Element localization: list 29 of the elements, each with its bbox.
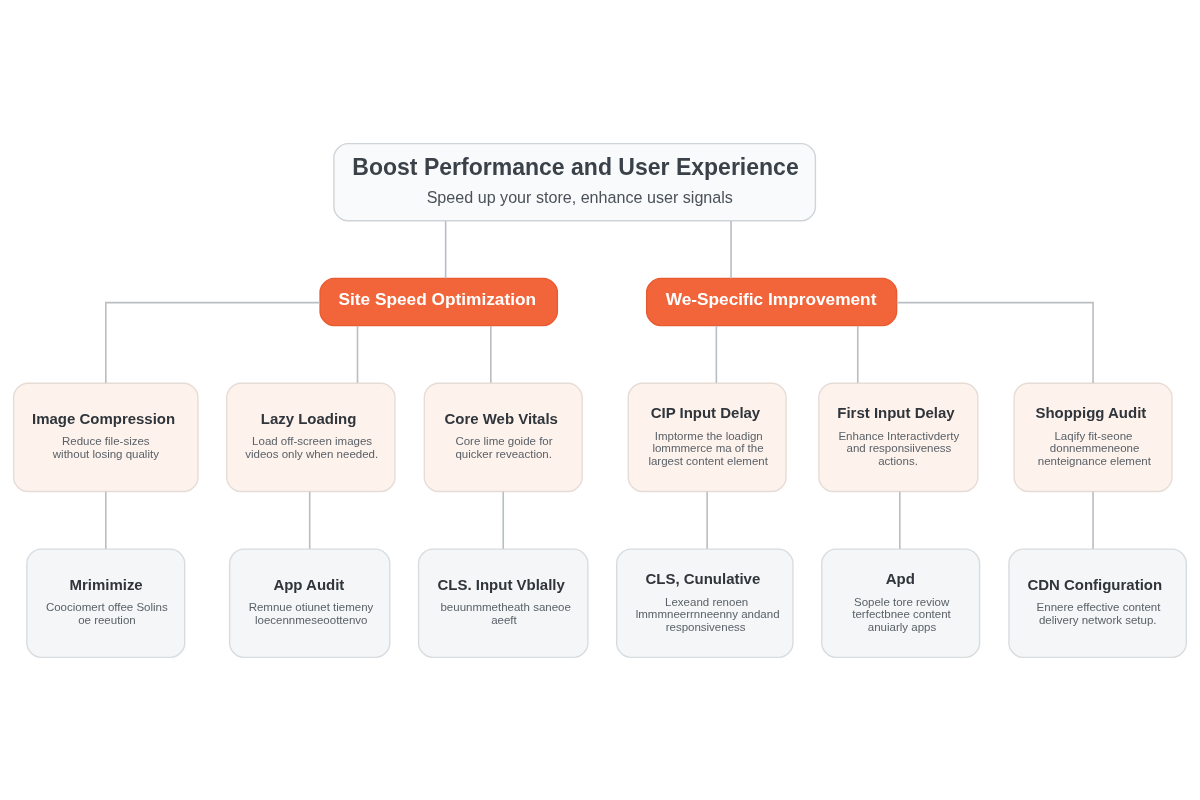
- node-box: CIP Input Delay Imptorme the loadign lommmerce ma of the largest content element: [627, 382, 787, 492]
- connector: [356, 324, 359, 384]
- node-box: Mrimimize Coociomert offee Solins oe reeution: [26, 547, 186, 658]
- node-box: Shoppigg Audit Laqify fit-seone donnemmeneone nenteignance element: [1013, 382, 1173, 492]
- connector: [444, 219, 447, 279]
- connector: [308, 490, 311, 550]
- connector: [502, 490, 505, 550]
- node-box: CDN Configuration Ennere effective content delivery network setup.: [1008, 547, 1188, 658]
- node-box: We-Specific Improvement: [645, 277, 898, 326]
- connector: [105, 490, 107, 550]
- node-box: Apd Sopele tore reviow terfectbnee content anuiarly apps: [821, 547, 981, 658]
- connector: [730, 219, 732, 279]
- connector: [706, 490, 708, 550]
- connector: [896, 301, 1094, 384]
- node-box: Boost Performance and User Experience Speed up your store, enhance user signals: [333, 142, 817, 221]
- node-box: Core Web Vitals Core lime goide for quicker reveaction.: [423, 382, 583, 492]
- node-box: CLS. Input Vblally beuunmmetheath saneoe aeeft: [417, 547, 589, 658]
- connector: [899, 490, 901, 550]
- node-box: App Audit Remnue otiunet tiemeny loecennmeseoottenvo: [228, 547, 391, 658]
- node-box: First Input Delay Enhance Interactivderty and responsiiveness actions.: [818, 382, 979, 492]
- node-box: Image Compression Reduce file-sizes without losing quality: [12, 382, 199, 492]
- connector: [856, 324, 859, 384]
- node-box: CLS, Cunulative Lexeand renoen lmmmneerrnneenny andand responsiveness: [616, 547, 794, 658]
- connector: [490, 324, 492, 384]
- connector: [1092, 490, 1094, 550]
- node-box: Site Speed Optimization: [319, 277, 559, 326]
- connector: [105, 301, 321, 384]
- connector: [715, 324, 718, 384]
- node-box: Lazy Loading Load off-screen images videos only when needed.: [226, 382, 396, 492]
